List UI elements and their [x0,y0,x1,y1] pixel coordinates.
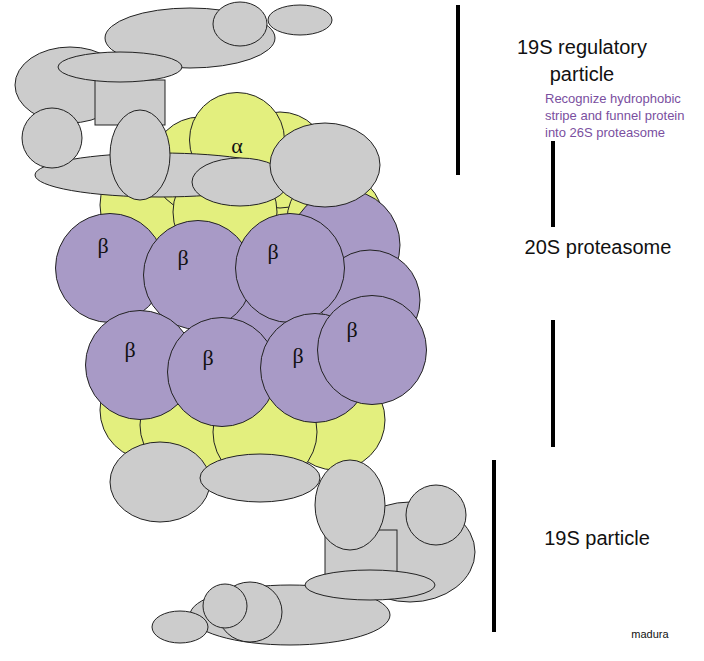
bracket-bar [456,5,555,632]
subunit-letter: α [231,135,243,157]
beta-subunit: β [317,295,427,405]
subunit-letter: β [97,235,108,257]
beta-subunit: β [235,213,345,323]
part-name: 19S regulatory particle [497,34,667,88]
subunit-circle [317,295,427,405]
subunit-letter: β [267,241,278,263]
subunit-letter: β [124,339,135,361]
part-name: 20S proteasome [518,234,678,261]
subunit-letter: β [177,247,188,269]
watermark: madura [620,627,680,641]
subunit-circle [235,213,345,323]
part-name: 19S particle [517,525,677,552]
alpha-subunit: α [189,92,285,188]
subunit-letter: β [346,319,357,341]
subunit-outline [190,93,285,188]
subunit-outline [236,214,345,323]
regulatory-particle-bottom [110,442,475,645]
subunit-letter: β [202,347,213,369]
subunit-letter: β [292,345,303,367]
annotation-note: Recognize hydrophobic stripe and funnel … [545,90,700,141]
subunit-outline [318,296,427,405]
